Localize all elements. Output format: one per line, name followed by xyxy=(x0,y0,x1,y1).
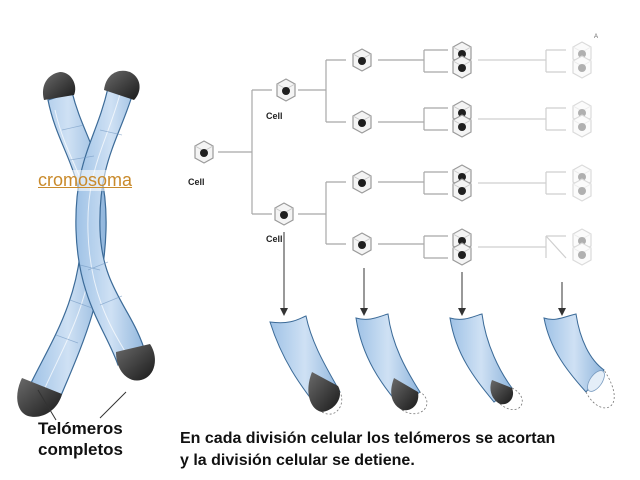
caption-line2: y la división celular se detiene. xyxy=(180,452,415,469)
caption: En cada división celular los telómeros s… xyxy=(180,428,635,472)
chromosome-figure xyxy=(17,70,155,421)
cell-pair-level4-2 xyxy=(573,101,591,137)
cell-pair-level4-1 xyxy=(573,42,591,78)
cromosoma-link[interactable]: cromosoma xyxy=(38,170,133,191)
cell-pair-level3-1 xyxy=(453,42,471,78)
chromatid-segment-2 xyxy=(355,313,428,415)
telomeres-label: Telómeros completos xyxy=(38,418,168,460)
cell-pair-level4-4 xyxy=(573,229,591,265)
cell-level2-2 xyxy=(352,110,372,134)
cell-level2-4 xyxy=(352,232,372,256)
caption-line1: En cada división celular los telómeros s… xyxy=(180,430,556,447)
cell-pair-level3-4 xyxy=(453,229,471,265)
telomeres-label-line1: Telómeros xyxy=(38,419,123,438)
cell-level1-top xyxy=(276,78,296,102)
arrows xyxy=(283,232,563,312)
cell-pair-level4-3 xyxy=(573,165,591,201)
cell-level2-3 xyxy=(352,170,372,194)
telomeres-label-line2: completos xyxy=(38,440,124,459)
cell-level2-1 xyxy=(352,48,372,72)
cell-level1-bottom xyxy=(274,202,294,226)
cell-root-label: Cell xyxy=(188,177,205,187)
stray-mark: A xyxy=(594,34,598,40)
telomere-cap-top-right xyxy=(104,70,140,100)
telomere-pointer-left xyxy=(37,389,57,421)
cell-division-tree xyxy=(218,49,567,259)
telomere-cap-top-left xyxy=(42,72,76,100)
chromatid-segment-4 xyxy=(543,313,615,409)
cell-level1-top-label: Cell xyxy=(266,111,283,121)
cell-root xyxy=(194,140,214,164)
cell-pair-level3-3 xyxy=(453,165,471,201)
telomere-pointer-right xyxy=(99,391,127,419)
telomere-cap-bottom-right xyxy=(116,344,155,381)
chromatid-segment-3 xyxy=(449,313,523,410)
telomere-cap-bottom-left xyxy=(17,378,62,417)
chromatid-segment-1 xyxy=(269,315,343,415)
cell-level1-bottom-label: Cell xyxy=(266,234,283,244)
cell-pair-level3-2 xyxy=(453,101,471,137)
